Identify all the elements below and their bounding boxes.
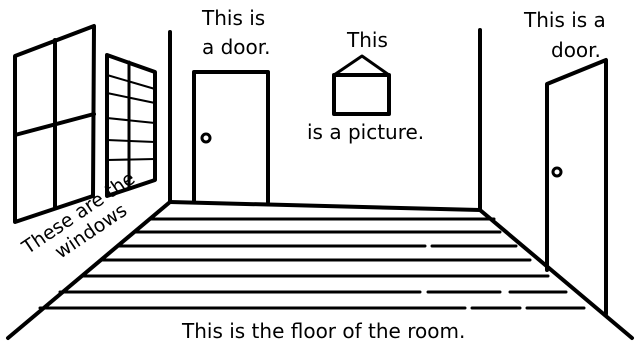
door-right-label-line1: This is a [524,8,606,32]
window-left-large [15,26,94,222]
door-left-label-line2: a door. [202,35,271,59]
floor-boards [40,219,584,308]
door-left-label-line1: This is [202,6,265,30]
door-back-wall [194,72,268,202]
door-right-label-line2: door. [551,38,601,62]
picture-label-top: This [347,28,388,52]
picture-label-bottom: is a picture. [307,120,424,144]
floor-label: This is the floor of the room. [182,319,465,343]
picture-frame [334,56,389,114]
